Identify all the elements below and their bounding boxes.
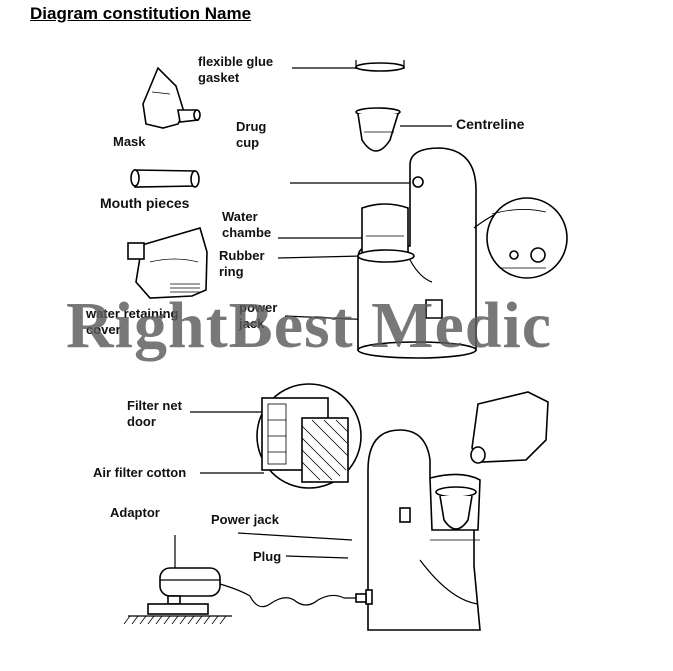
- filter-detail-circle: [256, 383, 362, 489]
- label-air-filter-cotton: Air filter cotton: [93, 465, 187, 480]
- label-flexible-glue-gasket: flexible glue gasket: [198, 54, 274, 85]
- label-plug: Plug: [253, 549, 282, 564]
- nebulizer-bottom-drawing: [365, 391, 549, 631]
- detail-circle-controls: [486, 197, 568, 279]
- mouth-piece-drawing: [130, 169, 200, 188]
- nebulizer-top-drawing: [357, 147, 523, 359]
- label-adaptor: Adaptor: [110, 505, 160, 520]
- label-water-chambe: Water chambe: [222, 209, 272, 240]
- label-centreline: Centreline: [456, 116, 525, 132]
- label-power-jack-bottom: Power jack: [211, 512, 279, 527]
- gasket-drawing: [355, 60, 405, 72]
- drug-cup-drawing: [355, 107, 401, 152]
- leader-lines: [190, 67, 452, 559]
- label-rubber-ring: Rubber ring: [219, 248, 265, 279]
- water-retaining-cover-drawing: [127, 227, 208, 299]
- label-mouth-pieces: Mouth pieces: [100, 195, 190, 211]
- label-drug-cup: Drug cup: [236, 119, 267, 150]
- label-filter-net-door: Filter net door: [127, 398, 182, 429]
- label-power-jack-top: power jack: [239, 300, 278, 331]
- label-water-retaining-cover: water retaining cover: [86, 306, 179, 337]
- watermark-text: RightBest Medic: [66, 289, 553, 362]
- mask-drawing: [142, 66, 201, 129]
- adaptor-drawing: [123, 535, 367, 625]
- diagram-title: Diagram constitution Name: [30, 4, 252, 23]
- label-mask: Mask: [113, 134, 146, 149]
